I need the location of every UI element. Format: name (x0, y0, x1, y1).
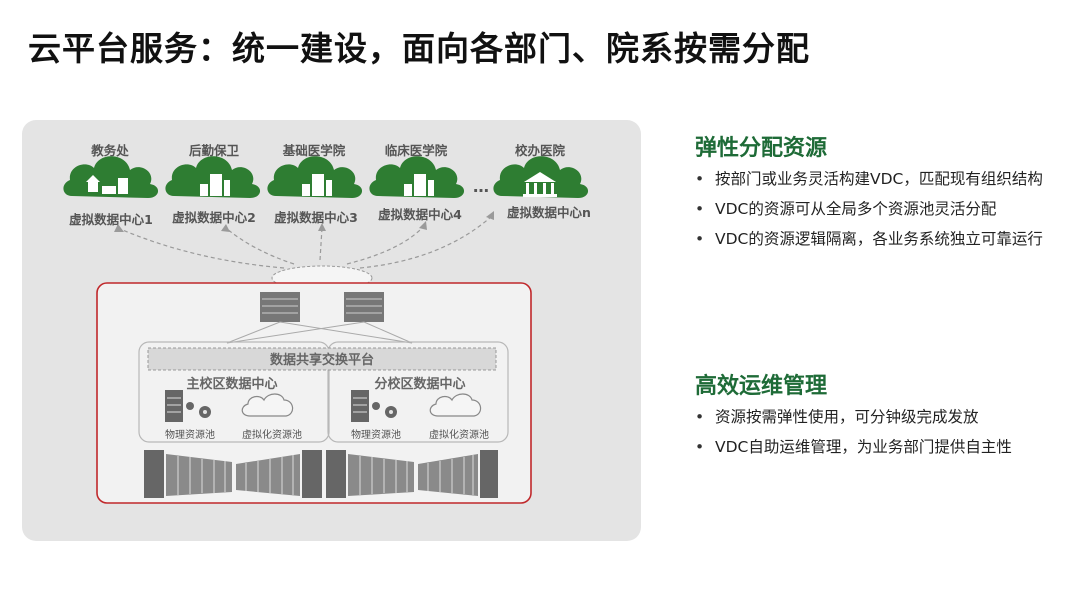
vdc-label: 虚拟数据中心4 (378, 207, 462, 222)
virtual-cloud-icon (429, 393, 482, 417)
virtual-cloud-icon (241, 393, 294, 417)
physical-pool-label: 物理资源池 (351, 428, 401, 441)
bullet-list-ops: 资源按需弹性使用，可分钟级完成发放 VDC自助运维管理，为业务部门提供自主性 (695, 402, 1060, 462)
resource-pool-frame (96, 282, 532, 504)
bullet-item: 按部门或业务灵活构建VDC，匹配现有组织结构 (695, 164, 1060, 194)
department-name: 后勤保卫 (189, 143, 240, 158)
data-center-name: 分校区数据中心 (374, 376, 465, 392)
building-icon (267, 156, 363, 198)
section-heading-elastic: 弹性分配资源 (695, 136, 828, 161)
cloud-icon (63, 156, 159, 198)
physical-pool-label: 物理资源池 (165, 428, 215, 441)
bullet-item: VDC的资源逻辑隔离，各业务系统独立可靠运行 (695, 224, 1060, 254)
ellipsis-text: … (473, 177, 489, 196)
exchange-platform-bar (147, 347, 497, 371)
building-icon (369, 156, 465, 198)
architecture-diagram: 教务处 后勤保卫 基础医学院 临床医学院 校办医院 虚拟数据中心1 虚拟数据中心… (22, 120, 641, 541)
bullet-item: VDC自助运维管理，为业务部门提供自主性 (695, 432, 1060, 462)
department-name: 基础医学院 (282, 143, 346, 158)
department-name: 临床医学院 (385, 143, 448, 158)
server-gear-icon (351, 390, 397, 422)
virtual-pool-label: 虚拟化资源池 (429, 428, 489, 441)
building-icon (165, 156, 261, 198)
bullet-item: 资源按需弹性使用，可分钟级完成发放 (695, 402, 1060, 432)
slide-title: 云平台服务：统一建设，面向各部门、院系按需分配 (28, 29, 810, 68)
department-name: 教务处 (90, 143, 129, 158)
department-name: 校办医院 (515, 143, 566, 158)
network-links (226, 321, 413, 344)
vdc-label: 虚拟数据中心1 (69, 212, 153, 227)
server-rows (144, 450, 498, 498)
bullet-item: VDC的资源可从全局多个资源池灵活分配 (695, 194, 1060, 224)
diagram-canvas: 教务处 后勤保卫 基础医学院 临床医学院 校办医院 虚拟数据中心1 虚拟数据中心… (63, 143, 591, 504)
data-center-name: 主校区数据中心 (186, 376, 277, 392)
section-heading-ops: 高效运维管理 (695, 374, 828, 399)
connector-arrows (117, 215, 493, 269)
department-clouds (63, 156, 589, 198)
data-center-box (327, 341, 509, 443)
data-center-box (138, 341, 330, 443)
hospital-icon (493, 156, 589, 198)
virtual-pool-label: 虚拟化资源池 (242, 428, 302, 441)
vdc-label: 虚拟数据中心n (507, 205, 591, 220)
server-rack-icon (260, 292, 300, 322)
vdc-label: 虚拟数据中心3 (274, 210, 358, 225)
exchange-platform-label: 数据共享交换平台 (270, 352, 374, 368)
server-gear-icon (165, 390, 211, 422)
vdc-label: 虚拟数据中心2 (172, 210, 256, 225)
arrowheads (114, 211, 494, 232)
server-rack-icon (344, 292, 384, 322)
bullet-list-elastic: 按部门或业务灵活构建VDC，匹配现有组织结构 VDC的资源可从全局多个资源池灵活… (695, 164, 1060, 254)
